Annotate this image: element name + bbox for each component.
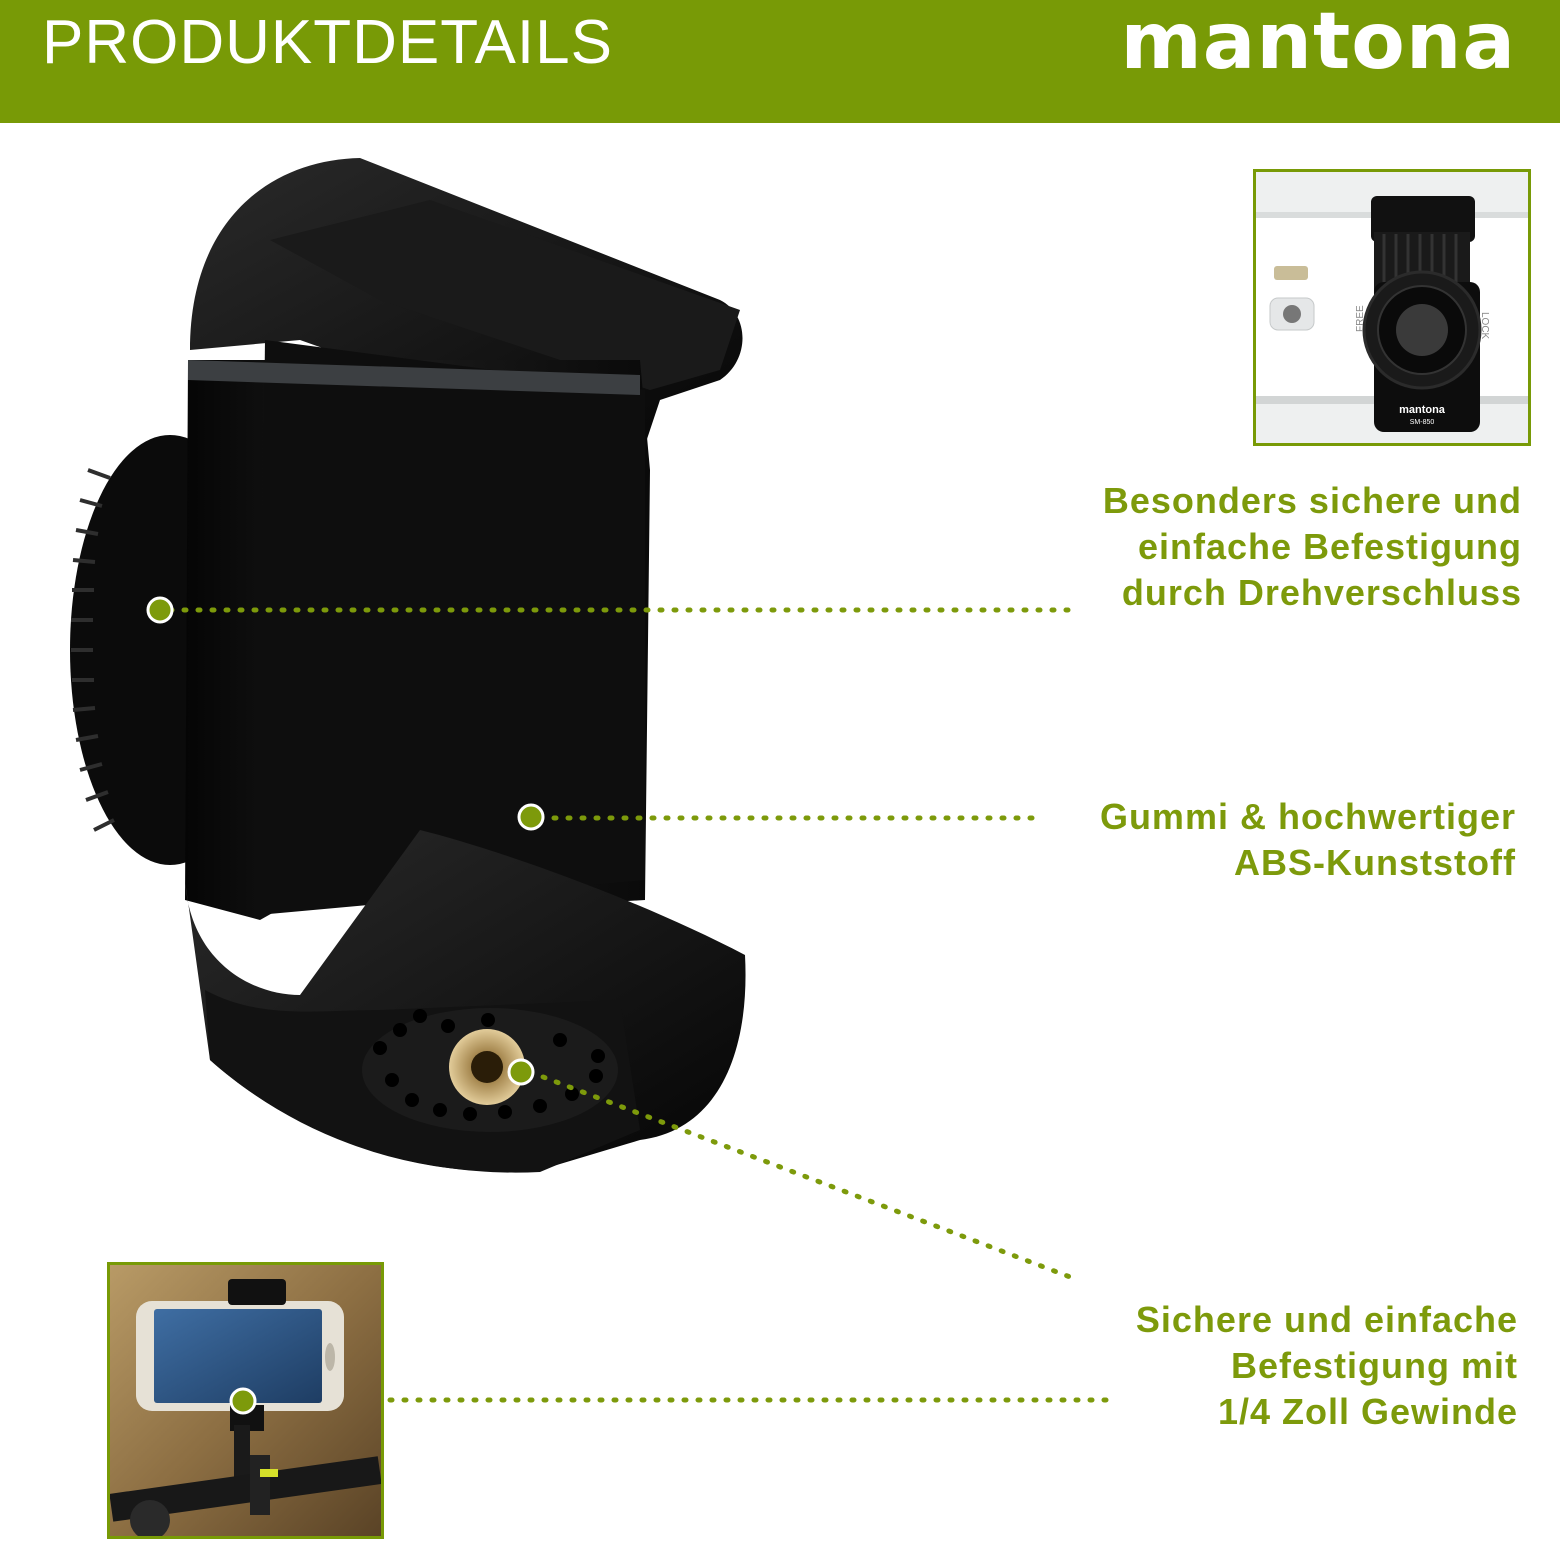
callout-dot-3 [507,1058,535,1086]
inset-photo-bike-mount [107,1262,384,1539]
callout-dot-2 [517,803,545,831]
inset-brand: mantona [1399,404,1446,416]
callout-dot-4 [229,1387,257,1415]
callout-dot-1 [146,596,174,624]
feature-1-line-2: einfache Befestigung [1137,526,1522,567]
feature-text-thread: Sichere und einfache Befestigung mit 1/4… [1136,1297,1518,1435]
feature-text-material: Gummi & hochwertiger ABS-Kunststoff [1100,794,1516,886]
feature-2-line-1: Gummi & hochwertiger [1099,796,1516,837]
inset-photo-closeup: FREE LOCK mantona SM-850 [1253,169,1531,446]
feature-2-line-2: ABS-Kunststoff [1234,842,1516,883]
feature-3-line-1: Sichere und einfache [1135,1299,1518,1340]
callout-line-3 [527,1069,1081,1283]
feature-text-closure: Besonders sichere und einfache Befestigu… [1103,478,1522,616]
feature-3-line-3: 1/4 Zoll Gewinde [1217,1391,1518,1432]
feature-1-line-3: durch Drehverschluss [1121,572,1522,613]
header-bar: PRODUKTDETAILS mantona [0,0,1560,123]
feature-3-line-2: Befestigung mit [1230,1345,1518,1386]
phone-clamp-body [185,158,746,1173]
page-title: PRODUKTDETAILS [42,8,613,77]
inset-model: SM-850 [1410,419,1435,426]
feature-1-line-1: Besonders sichere und [1102,480,1522,521]
callout-lines [167,607,1118,1403]
brand-logo: mantona [1120,0,1516,87]
lock-label: LOCK [1479,312,1490,340]
free-label: FREE [1355,305,1366,332]
